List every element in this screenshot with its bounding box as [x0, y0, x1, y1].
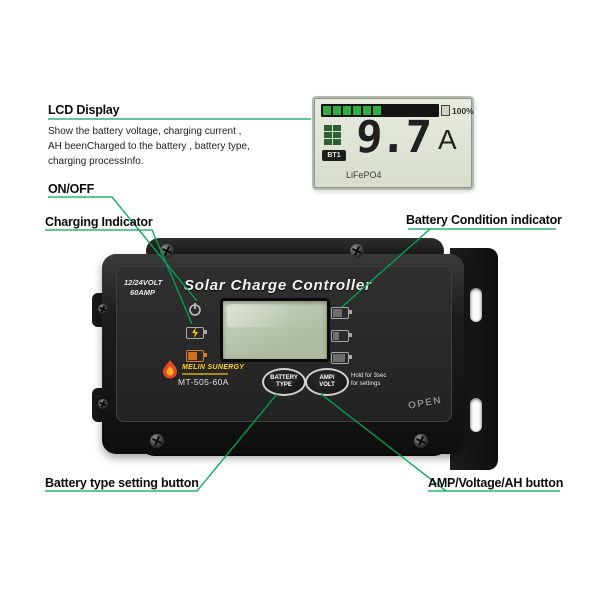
lcd-detail-view: 100% BT1 9.7 A LiFePO4 [312, 96, 474, 190]
device-title: Solar Charge Controller [184, 277, 372, 294]
flange-slot-top [470, 288, 482, 322]
brand-flame-logo-icon [163, 360, 177, 379]
amp-volt-button-line2: VOLT [319, 382, 335, 388]
screw-bottom-left [150, 434, 164, 448]
screw-bottom-right [414, 434, 428, 448]
screw-ear-top [98, 304, 108, 314]
label-battery-condition-indicator: Battery Condition indicator [406, 213, 562, 227]
amp-reading-unit: A [438, 124, 457, 155]
label-charging-indicator: Charging Indicator [45, 215, 153, 229]
label-battery-type-setting-button: Battery type setting button [45, 476, 199, 490]
model-number: MT-505-60A [178, 377, 229, 387]
battery-type-button-line2: TYPE [276, 382, 292, 388]
battery-percent-value: 100% [452, 105, 474, 116]
battery-condition-icon-1 [331, 307, 352, 319]
hold-instruction-text: Hold for 3sec for settings [351, 373, 387, 387]
amp-reading-value: 9.7 [354, 112, 431, 163]
device-lcd-screen [220, 298, 330, 362]
battery-percent-icon [441, 105, 450, 116]
amp-rating-label: 60AMP [130, 288, 156, 297]
voltage-rating-label: 12/24VOLT [124, 278, 163, 287]
label-lcd-display: LCD Display [48, 103, 120, 117]
battery-chemistry-label: LiFePO4 [346, 170, 382, 180]
lcd-display-description: Show the battery voltage, charging curre… [48, 126, 250, 167]
lcd-battery-cell-icon [324, 125, 343, 145]
battery-type-indicator-icon [186, 350, 207, 362]
amp-volt-button-line1: AMP/ [319, 375, 335, 381]
screw-top-left [160, 244, 174, 258]
battery-condition-icon-3 [331, 352, 352, 364]
power-icon [189, 303, 201, 316]
battery-type-button: BATTERY TYPE [262, 368, 306, 396]
flange-slot-bottom [470, 398, 482, 432]
lcd-battery-gauge [321, 104, 439, 117]
screw-top-right [350, 244, 364, 258]
battery-condition-icon-2 [331, 330, 352, 342]
amp-volt-button: AMP/ VOLT [305, 368, 349, 396]
label-amp-voltage-ah-button: AMP/Voltage/AH button [428, 476, 564, 490]
battery-type-button-line1: BATTERY [270, 375, 298, 381]
brand-name: MELIN SUNERGY [182, 364, 245, 371]
brand-tagline-microtext [182, 373, 228, 375]
screw-ear-bottom [98, 399, 108, 409]
label-on-off: ON/OFF [48, 182, 95, 196]
battery-number-badge: BT1 [322, 150, 346, 161]
charging-indicator-icon [186, 327, 207, 339]
